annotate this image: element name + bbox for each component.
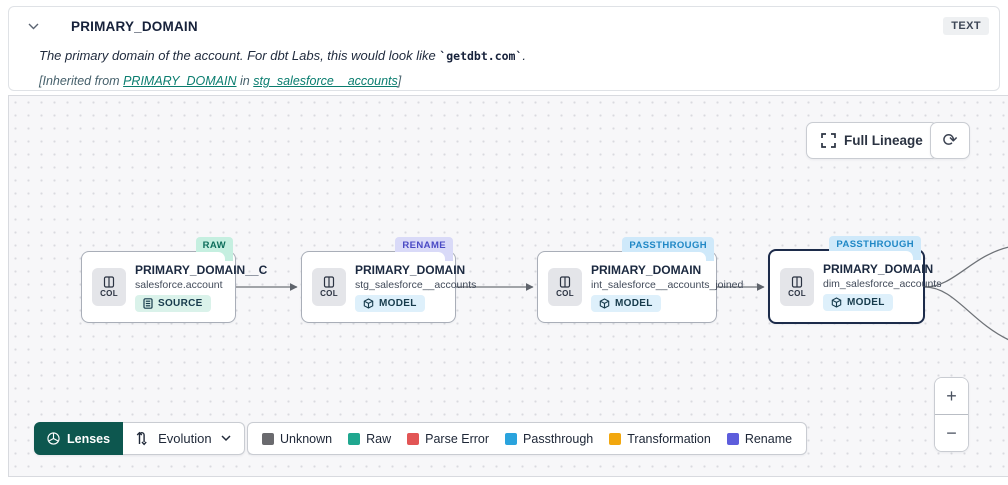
lineage-canvas[interactable]: Full Lineage ⟳ RAW COL PRIMARY_DOMAIN__C… bbox=[8, 95, 1008, 477]
lineage-node-stg-salesforce-accounts[interactable]: RENAME COL PRIMARY_DOMAIN stg_salesforce… bbox=[301, 237, 477, 323]
node-body: PRIMARY_DOMAIN stg_salesforce__accounts … bbox=[355, 262, 477, 312]
node-card: COL PRIMARY_DOMAIN__C salesforce.account… bbox=[92, 252, 268, 322]
column-details-panel: PRIMARY_DOMAIN TEXT The primary domain o… bbox=[8, 6, 1000, 91]
node-body: PRIMARY_DOMAIN dim_salesforce_accounts M… bbox=[823, 262, 942, 311]
legend-item-parse-error: Parse Error bbox=[407, 432, 489, 446]
node-card: COL PRIMARY_DOMAIN int_salesforce__accou… bbox=[548, 252, 744, 322]
full-lineage-button[interactable]: Full Lineage bbox=[806, 122, 938, 159]
column-type-badge: TEXT bbox=[943, 17, 989, 35]
model-icon bbox=[831, 297, 842, 308]
legend-swatch bbox=[348, 432, 361, 445]
node-body: PRIMARY_DOMAIN int_salesforce__accounts_… bbox=[591, 262, 744, 312]
inherited-model-link[interactable]: stg_salesforce__accounts bbox=[253, 74, 398, 88]
resource-type-badge: MODEL bbox=[823, 294, 893, 311]
inherited-column-link[interactable]: PRIMARY_DOMAIN bbox=[123, 74, 237, 88]
column-type-icon: COL bbox=[548, 268, 582, 306]
zoom-out-button[interactable]: − bbox=[935, 415, 968, 451]
node-table-name: stg_salesforce__accounts bbox=[355, 278, 477, 291]
resource-type-badge: SOURCE bbox=[135, 294, 211, 312]
lineage-node-dim-salesforce-accounts[interactable]: PASSTHROUGH COL PRIMARY_DOMAIN dim_sales… bbox=[768, 236, 942, 324]
legend-swatch bbox=[407, 432, 420, 445]
column-type-icon: COL bbox=[92, 268, 126, 306]
node-column-name: PRIMARY_DOMAIN bbox=[355, 262, 466, 277]
lineage-node-salesforce-account[interactable]: RAW COL PRIMARY_DOMAIN__C salesforce.acc… bbox=[81, 237, 268, 323]
evolution-legend: Unknown Raw Parse Error Passthrough Tran… bbox=[247, 422, 808, 455]
legend-item-raw: Raw bbox=[348, 432, 391, 446]
node-body: PRIMARY_DOMAIN__C salesforce.account SOU… bbox=[135, 262, 268, 312]
lenses-button[interactable]: Lenses bbox=[34, 422, 124, 455]
model-icon bbox=[363, 297, 374, 309]
model-icon bbox=[599, 297, 610, 309]
resource-type-badge: MODEL bbox=[355, 294, 425, 312]
node-column-name: PRIMARY_DOMAIN__C bbox=[135, 262, 268, 277]
code-snippet: `getdbt.com` bbox=[439, 49, 523, 63]
refresh-icon: ⟳ bbox=[942, 130, 958, 150]
legend-swatch bbox=[505, 432, 518, 445]
column-type-icon: COL bbox=[780, 267, 814, 306]
legend-item-passthrough: Passthrough bbox=[505, 432, 593, 446]
column-header-row: PRIMARY_DOMAIN TEXT bbox=[23, 16, 989, 36]
zoom-in-button[interactable]: + bbox=[935, 378, 968, 414]
node-column-name: PRIMARY_DOMAIN bbox=[823, 262, 934, 276]
zoom-controls: + − bbox=[934, 377, 969, 452]
collapse-chevron-icon[interactable] bbox=[23, 16, 43, 36]
legend-item-rename: Rename bbox=[726, 432, 792, 446]
legend-item-unknown: Unknown bbox=[262, 432, 332, 446]
column-description: The primary domain of the account. For d… bbox=[39, 48, 527, 63]
node-card: COL PRIMARY_DOMAIN dim_salesforce_accoun… bbox=[780, 251, 942, 322]
expand-icon bbox=[821, 133, 836, 148]
legend-swatch bbox=[726, 432, 739, 445]
legend-swatch bbox=[262, 432, 274, 445]
refresh-button[interactable]: ⟳ bbox=[930, 122, 970, 159]
evolution-route-icon bbox=[136, 431, 149, 446]
inherited-from-note: [Inherited from PRIMARY_DOMAIN in stg_sa… bbox=[39, 74, 402, 88]
node-column-name: PRIMARY_DOMAIN bbox=[591, 262, 702, 277]
chevron-down-icon bbox=[221, 435, 231, 442]
legend-item-transformation: Transformation bbox=[609, 432, 711, 446]
node-table-name: salesforce.account bbox=[135, 278, 223, 291]
node-card: COL PRIMARY_DOMAIN stg_salesforce__accou… bbox=[312, 252, 477, 322]
lens-aperture-icon bbox=[47, 432, 60, 445]
lens-dropdown[interactable]: Evolution bbox=[123, 422, 245, 455]
lineage-node-int-salesforce-accounts-joined[interactable]: PASSTHROUGH COL PRIMARY_DOMAIN int_sales… bbox=[537, 237, 744, 323]
node-table-name: int_salesforce__accounts_joined bbox=[591, 278, 744, 291]
column-title: PRIMARY_DOMAIN bbox=[71, 18, 198, 34]
lens-selector-group: Lenses Evolution bbox=[34, 422, 245, 455]
legend-swatch bbox=[609, 432, 622, 445]
divider bbox=[935, 414, 968, 415]
resource-type-badge: MODEL bbox=[591, 294, 661, 312]
node-table-name: dim_salesforce_accounts bbox=[823, 278, 942, 290]
source-icon bbox=[143, 297, 153, 309]
column-type-icon: COL bbox=[312, 268, 346, 306]
